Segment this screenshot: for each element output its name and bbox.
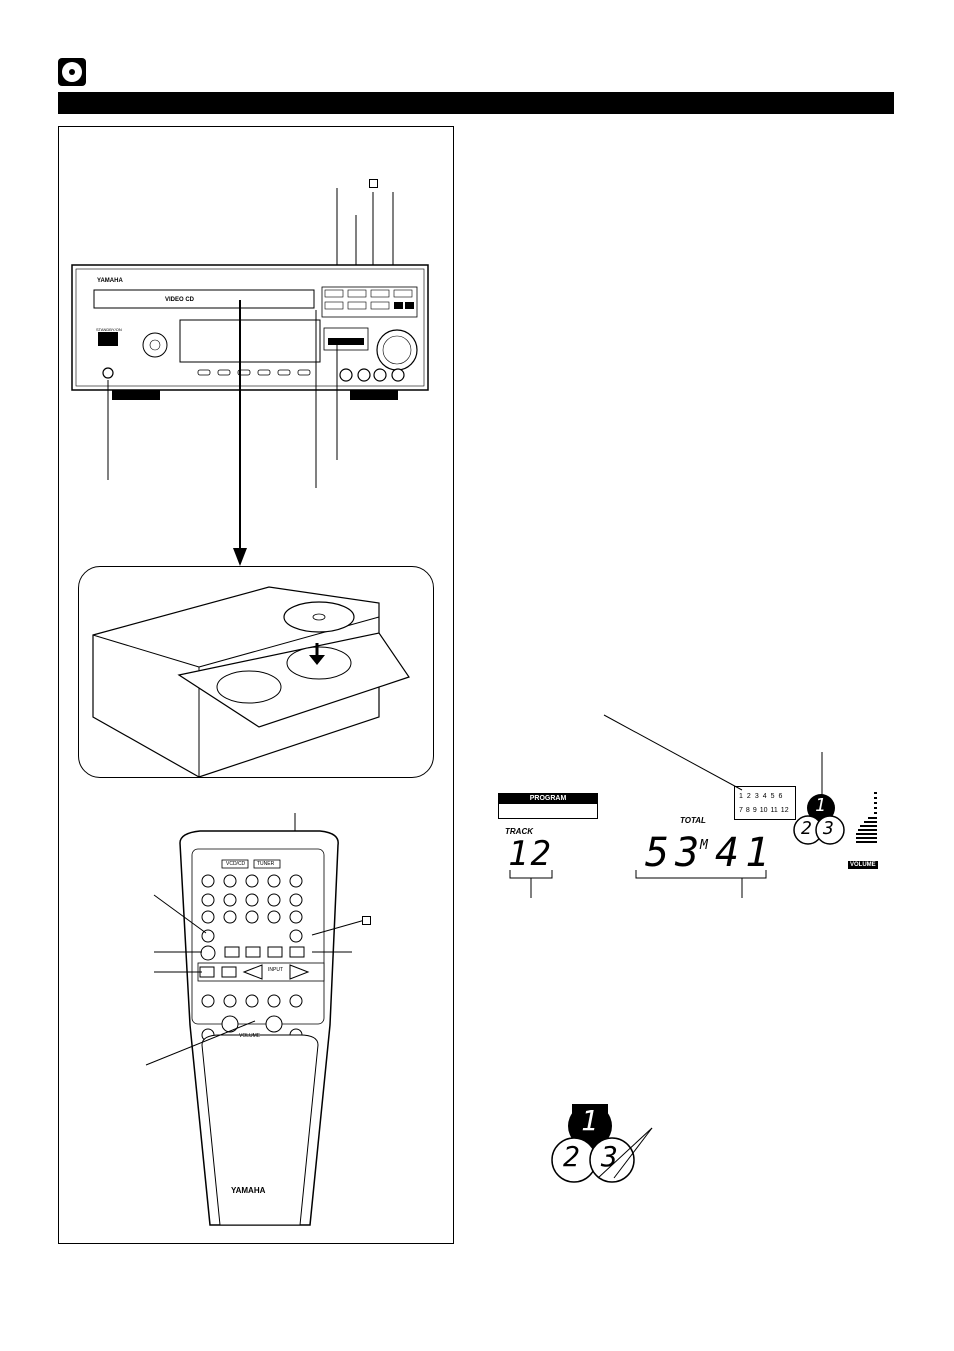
remote-volume-label: VOLUME: [239, 1033, 261, 1039]
large-disc-number-3: 3: [601, 1140, 618, 1173]
track-calendar: 1 2 3 4 5 6 7 8 9 10 11 12: [734, 786, 796, 820]
remote-stop-marker: [362, 916, 371, 925]
volume-bar: [856, 792, 877, 843]
calendar-number: 6: [778, 793, 783, 800]
calendar-number: 11: [770, 807, 778, 814]
volume-indicator-label: VOLUME: [848, 861, 878, 869]
disc-tray-illustration: [78, 566, 434, 778]
calendar-number: 9: [752, 807, 757, 814]
disc-indicator-large: [551, 1104, 653, 1183]
total-minutes: 53: [645, 830, 706, 876]
calendar-number: 8: [745, 807, 750, 814]
track-label: TRACK: [505, 827, 533, 836]
calendar-row-2: 7 8 9 10 11 12: [739, 807, 789, 814]
total-seconds: 41: [715, 830, 776, 876]
calendar-number: 7: [739, 807, 743, 814]
program-indicator: PROGRAM: [498, 793, 598, 819]
remote-control: [145, 813, 366, 1226]
disc-number-3: 3: [823, 818, 834, 839]
remote-input-label: INPUT: [268, 967, 283, 973]
calendar-number: 12: [780, 807, 789, 814]
section-title-bar: [58, 92, 894, 114]
receiver-front-panel: [71, 188, 429, 488]
calendar-number: 5: [770, 793, 775, 800]
calendar-row-1: 1 2 3 4 5 6: [739, 793, 782, 800]
unit-standby-label: STANDBY/ON: [96, 327, 122, 332]
remote-top-label-vcd: VCD/CD: [226, 861, 246, 867]
disc-number-2: 2: [801, 818, 812, 839]
total-label: TOTAL: [680, 816, 706, 825]
disc-icon: [58, 58, 86, 86]
insert-disc-arrow: [233, 300, 247, 566]
remote-top-label-tuner: TUNER: [257, 861, 275, 867]
calendar-number: 2: [746, 793, 751, 800]
illustration-panel: [58, 126, 454, 1244]
remote-brand: YAMAHA: [231, 1186, 266, 1195]
large-disc-number-1: 1: [581, 1104, 598, 1137]
minute-mark: M: [700, 838, 708, 853]
calendar-number: 1: [739, 793, 743, 800]
program-label: PROGRAM: [499, 794, 597, 804]
disc-number-1: 1: [815, 795, 826, 816]
unit-tray-label: VIDEO CD: [165, 297, 195, 303]
calendar-number: 4: [762, 793, 767, 800]
disc-indicator-small: [793, 794, 845, 845]
calendar-number: 10: [759, 807, 768, 814]
stop-symbol-marker: [369, 179, 378, 188]
large-disc-number-2: 2: [563, 1140, 580, 1173]
calendar-number: 3: [754, 793, 759, 800]
unit-brand: YAMAHA: [97, 278, 123, 284]
track-number: 12: [508, 834, 553, 874]
